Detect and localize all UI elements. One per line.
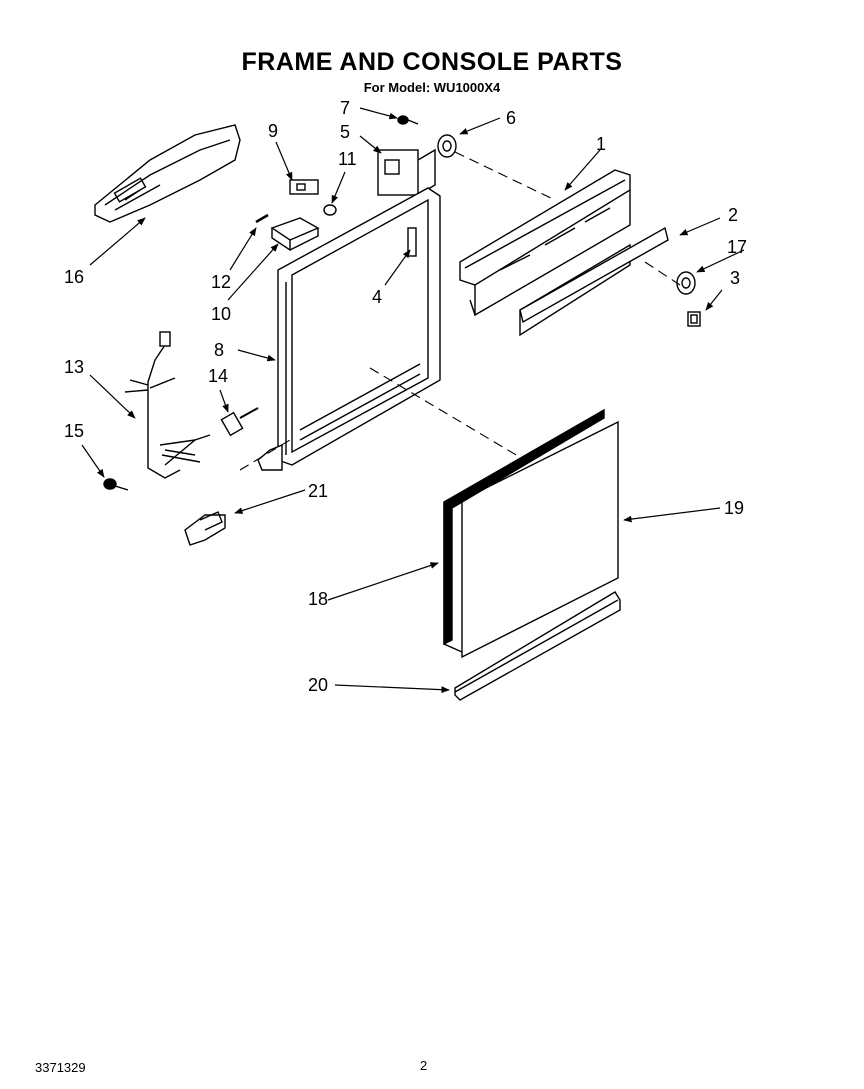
part-6-fastener xyxy=(437,134,457,158)
part-17-knob xyxy=(676,271,696,295)
part-3-clip xyxy=(687,311,701,327)
part-21-clip xyxy=(184,511,226,546)
part-11-spring xyxy=(323,204,337,216)
callout-1: 1 xyxy=(596,134,606,154)
callout-3: 3 xyxy=(730,268,740,288)
callout-2: 2 xyxy=(728,205,738,225)
callout-6: 6 xyxy=(506,108,516,128)
callout-15: 15 xyxy=(64,421,84,441)
page-number: 2 xyxy=(420,1058,428,1073)
part-16-bracket xyxy=(94,124,241,223)
callout-10: 10 xyxy=(211,304,231,324)
part-14-connector xyxy=(220,407,259,437)
callout-18: 18 xyxy=(308,589,328,609)
callout-16: 16 xyxy=(64,267,84,287)
part-19-panel xyxy=(461,420,619,659)
callout-17: 17 xyxy=(727,237,747,257)
callout-8: 8 xyxy=(214,340,224,360)
part-18-panel xyxy=(443,408,605,653)
callout-13: 13 xyxy=(64,357,84,377)
document-number: 3371329 xyxy=(35,1060,86,1075)
callout-5: 5 xyxy=(340,122,350,142)
callout-21: 21 xyxy=(308,481,328,501)
part-5-switch xyxy=(377,148,436,196)
page-title: FRAME AND CONSOLE PARTS xyxy=(241,48,623,76)
callout-4: 4 xyxy=(372,287,382,307)
callout-19: 19 xyxy=(724,498,744,518)
callout-11: 11 xyxy=(338,149,357,169)
callout-9: 9 xyxy=(268,121,278,141)
model-subtitle: For Model: WU1000X4 xyxy=(363,80,501,95)
part-7-screw xyxy=(397,115,419,125)
part-10-block xyxy=(270,217,320,252)
part-13-harness xyxy=(124,331,211,479)
callout-14: 14 xyxy=(208,366,228,386)
part-12-screw xyxy=(255,213,269,224)
part-9-latch xyxy=(289,179,319,195)
part-15-screw xyxy=(103,478,129,491)
callout-20: 20 xyxy=(308,675,328,695)
part-8-frame xyxy=(257,187,441,471)
part-20-trim xyxy=(454,591,621,701)
callout-12: 12 xyxy=(211,272,231,292)
part-2-overlay xyxy=(519,226,669,324)
callout-7: 7 xyxy=(340,98,350,118)
part-1-console xyxy=(459,169,631,337)
